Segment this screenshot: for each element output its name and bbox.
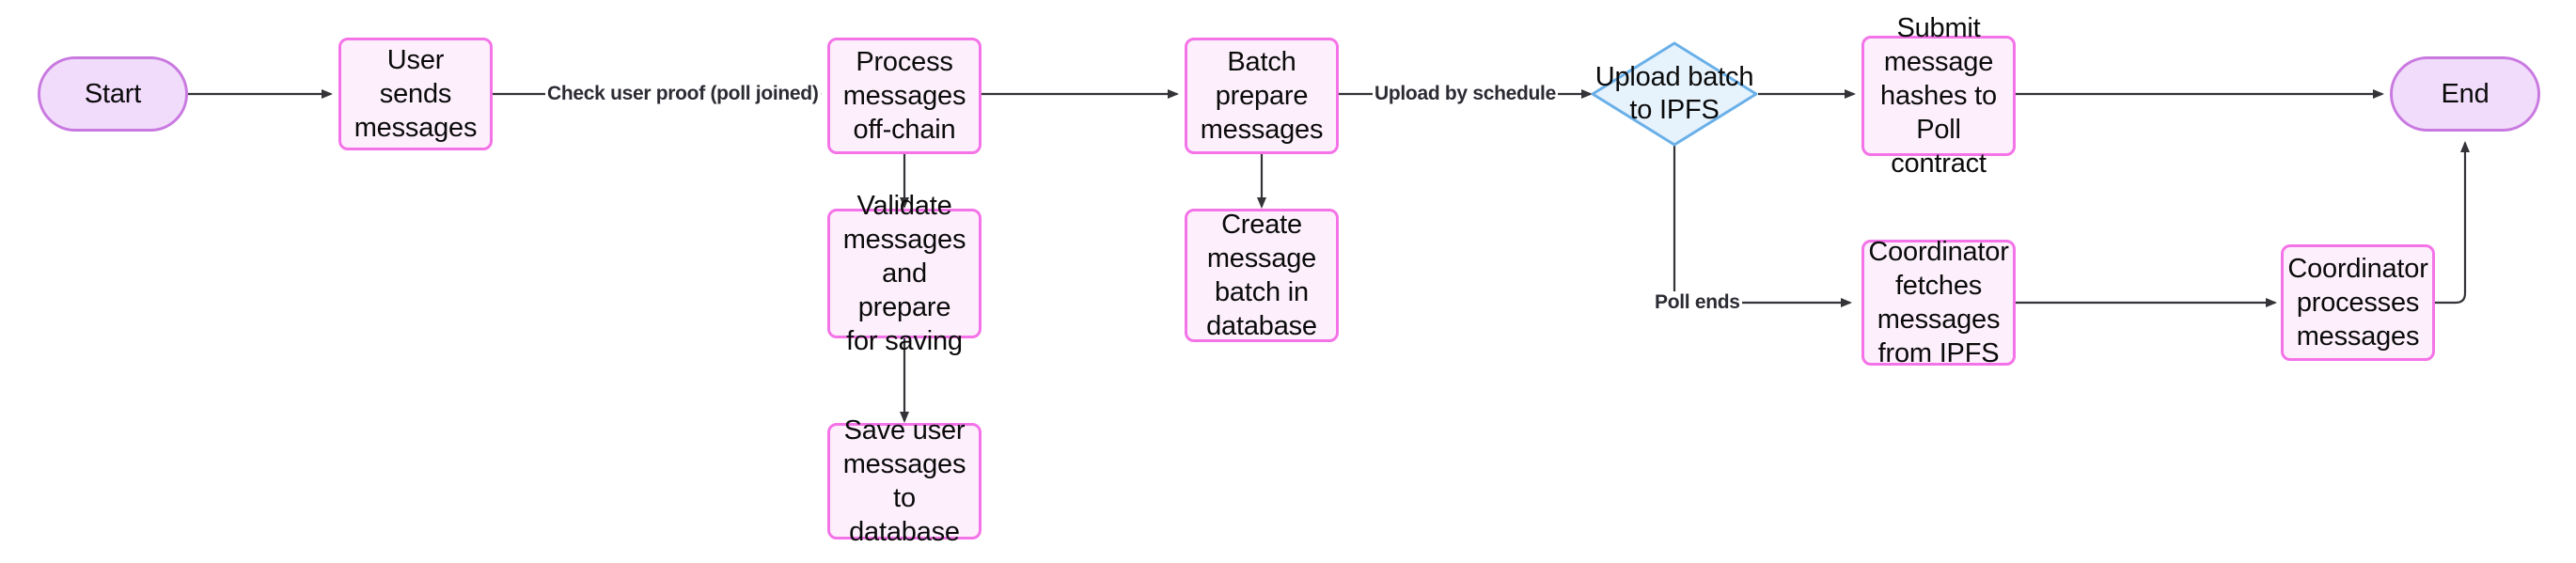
node-start[interactable]: Start	[38, 56, 188, 132]
node-start-label: Start	[84, 79, 142, 109]
edge-label-poll-ends: Poll ends	[1653, 291, 1742, 314]
edge-label-poll-ends-text: Poll ends	[1655, 291, 1740, 313]
edge-label-check-user-proof-text: Check user proof (poll joined)	[547, 83, 819, 104]
node-end-label: End	[2441, 79, 2490, 109]
edge-coord-proc-to-end	[2435, 141, 2470, 305]
node-end[interactable]: End	[2390, 56, 2540, 132]
edge-label-check-user-proof: Check user proof (poll joined)	[545, 83, 821, 105]
edge-label-upload-by-schedule: Upload by schedule	[1373, 83, 1558, 105]
edge-label-upload-by-schedule-text: Upload by schedule	[1374, 83, 1556, 104]
